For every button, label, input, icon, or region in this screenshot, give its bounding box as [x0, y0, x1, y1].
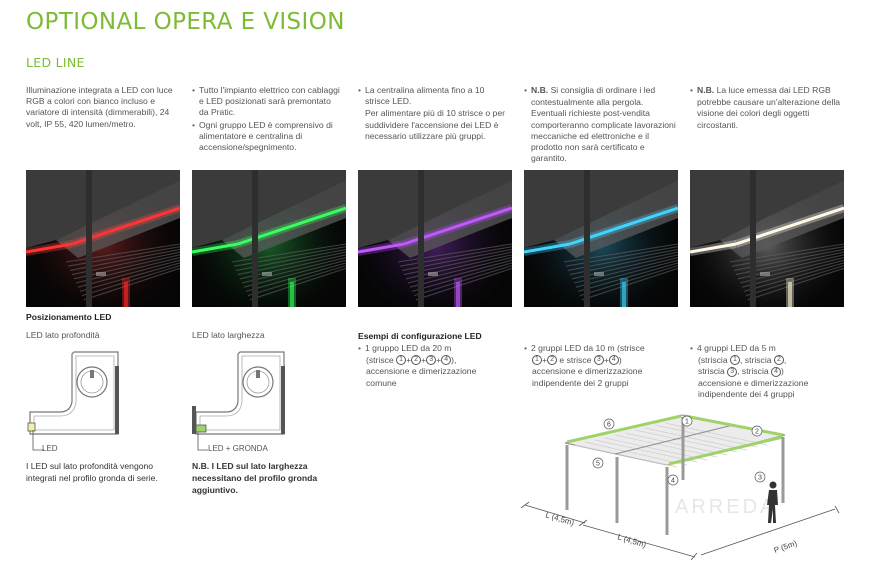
led-tag-width: LED + GRONDA [208, 444, 268, 453]
ex3-l2: (striscia [698, 354, 730, 365]
column-5-nb-rest: potrebbe causare un'alterazione della vi… [697, 97, 841, 130]
config-example-3: 4 gruppi LED da 5 m (striscia 1, strisci… [690, 343, 860, 401]
ex3-line6: indipendente dei 4 gruppi [698, 389, 795, 399]
config-example-1: 1 gruppo LED da 20 m (strisce 1+2+3+4), … [358, 343, 518, 389]
column-4-nb-rest: contestualmente alla pergola. Eventuali … [531, 97, 676, 164]
led-tag-depth: LED [42, 444, 58, 453]
svg-text:6: 6 [607, 422, 611, 429]
positioning-heading: Posizionamento LED [26, 312, 112, 322]
column-5-nb-label: N.B. [697, 85, 715, 95]
width-note: N.B. I LED sul lato larghezza necessitan… [192, 460, 342, 496]
ex2-line4: indipendente dei 2 gruppi [532, 377, 629, 388]
label-4: 4 [667, 474, 679, 486]
column-3-bullet-1: La centralina alimenta fino a 10 strisce… [358, 85, 508, 107]
width-note-label: N.B. [192, 461, 210, 471]
dim-l1: L (4,5m) [544, 510, 575, 527]
column-5-nb-first: La luce emessa dai LED RGB [714, 85, 831, 95]
ex2-circle-3: 3 [593, 355, 604, 366]
dim-p: P (5m) [773, 539, 799, 555]
ex1-circle-1: 1 [396, 355, 407, 366]
ex2-mid: e strisce [557, 354, 594, 365]
column-1-text: Illuminazione integrata a LED con luce R… [26, 85, 173, 129]
column-2: Tutto l'impianto elettrico con cablaggi … [192, 85, 342, 154]
column-3: La centralina alimenta fino a 10 strisce… [358, 85, 508, 143]
column-2-bullet-2: Ogni gruppo LED è comprensivo di aliment… [192, 120, 342, 154]
ex3-line1: 4 gruppi LED da 5 m [697, 343, 776, 353]
led-width-label: LED lato larghezza [192, 330, 265, 340]
column-4-nb-label: N.B. [531, 85, 549, 95]
column-5: N.B. La luce emessa dai LED RGB potrebbe… [690, 85, 850, 132]
config-heading: Esempi di configurazione LED [358, 331, 482, 341]
ex3-l2c: , [783, 354, 787, 365]
column-4: N.B. Si consiglia di ordinare i led cont… [524, 85, 676, 165]
person-icon [767, 481, 778, 523]
ex2-circle-2: 2 [547, 355, 558, 366]
svg-text:1: 1 [685, 419, 689, 426]
section-subtitle: LED LINE [26, 55, 85, 70]
ex1-circle-2: 2 [411, 355, 422, 366]
ex2-circle-4: 4 [608, 355, 619, 366]
led-depth-label: LED lato profondità [26, 330, 100, 340]
ex2-circle-1: 1 [532, 355, 542, 366]
profile-depth-drawing [27, 351, 119, 451]
label-3: 3 [754, 471, 766, 483]
column-1: Illuminazione integrata a LED con luce R… [26, 85, 186, 131]
ex1-suffix: ), [451, 354, 457, 365]
label-5: 5 [592, 457, 604, 469]
width-note-text: I LED sul lato larghezza necessitano del… [192, 461, 318, 495]
profile-width-drawing [192, 351, 285, 451]
ex1-line1: 1 gruppo LED da 20 m [365, 343, 452, 353]
led-photo-red [26, 170, 180, 307]
led-photo-green [192, 170, 346, 307]
led-photo-white [690, 170, 844, 307]
ex3-l3b: , striscia [737, 366, 772, 376]
ex3-circle-3: 3 [727, 366, 738, 377]
ex3-circle-2: 2 [773, 355, 784, 366]
ex2-end: ) [618, 354, 622, 365]
ex2-line1: 2 gruppi LED da 10 m (strisce [531, 343, 645, 353]
label-1: 1 [681, 415, 693, 427]
ex1-prefix: (strisce [366, 354, 397, 365]
ex3-circle-4: 4 [771, 366, 782, 377]
ex3-circle-1: 1 [730, 355, 740, 366]
label-2: 2 [751, 425, 763, 437]
ex1-line4: comune [366, 377, 397, 388]
pergola-diagram: ARREDA L (4,5m) L (4,5m) P (5m) 6 1 2 [520, 414, 840, 561]
page-title: OPTIONAL OPERA E VISION [26, 9, 345, 35]
dim-l2: L (4,5m) [616, 532, 647, 549]
led-photo-cyan [524, 170, 678, 307]
depth-note: I LED sul lato profondità vengono integr… [26, 461, 158, 483]
ex1-line3: accensione e dimerizzazione [366, 366, 477, 376]
svg-text:4: 4 [671, 478, 675, 485]
ex3-line5: accensione e dimerizzazione [698, 377, 809, 388]
label-6: 6 [603, 418, 615, 430]
svg-text:5: 5 [596, 461, 600, 468]
led-photo-violet [358, 170, 512, 307]
ex3-l3c: ) [781, 366, 784, 376]
ex3-l3a: striscia [698, 366, 728, 376]
column-3-bullet-2: Per alimentare più di 10 strisce o per s… [365, 108, 505, 141]
ex1-circle-4: 4 [441, 355, 452, 366]
watermark-text: ARREDA [675, 496, 776, 518]
column-2-bullet-1: Tutto l'impianto elettrico con cablaggi … [192, 85, 342, 119]
ex3-l2b: , striscia [740, 354, 774, 365]
ex1-circle-3: 3 [426, 355, 437, 366]
svg-text:3: 3 [758, 475, 762, 482]
svg-text:2: 2 [755, 429, 759, 436]
column-4-nb-first: Si consiglia di ordinare i led [548, 85, 656, 95]
config-example-2: 2 gruppi LED da 10 m (strisce 1+2 e stri… [524, 343, 684, 389]
ex2-line3: accensione e dimerizzazione [532, 366, 643, 376]
